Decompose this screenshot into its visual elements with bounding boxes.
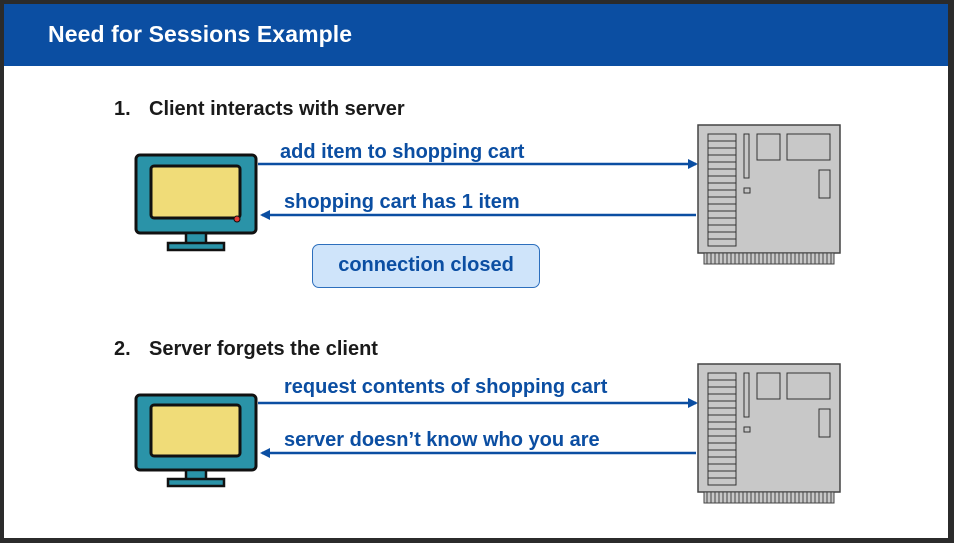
slide-title: Need for Sessions Example	[48, 21, 353, 47]
connection-closed-badge: connection closed	[312, 244, 540, 288]
slide-header: Need for Sessions Example	[4, 4, 948, 66]
response-label: server doesn’t know who you are	[284, 429, 600, 451]
client-computer-icon	[134, 153, 258, 252]
client-computer-icon	[134, 393, 258, 488]
slide: Need for Sessions Example	[4, 4, 948, 538]
response-label: shopping cart has 1 item	[284, 191, 520, 213]
diagram-canvas	[134, 124, 841, 504]
step-number: 1.	[114, 98, 131, 120]
request-label: request contents of shopping cart	[284, 376, 608, 398]
step-title: Client interacts with server	[149, 98, 405, 120]
step-heading: 2. Server forgets the client	[114, 338, 378, 361]
step-title: Server forgets the client	[149, 338, 378, 360]
request-label: add item to shopping cart	[280, 141, 525, 163]
server-icon	[697, 363, 841, 504]
server-icon	[697, 124, 841, 265]
badge-label: connection closed	[338, 254, 514, 276]
step-heading: 1. Client interacts with server	[114, 98, 405, 121]
step-number: 2.	[114, 338, 131, 360]
